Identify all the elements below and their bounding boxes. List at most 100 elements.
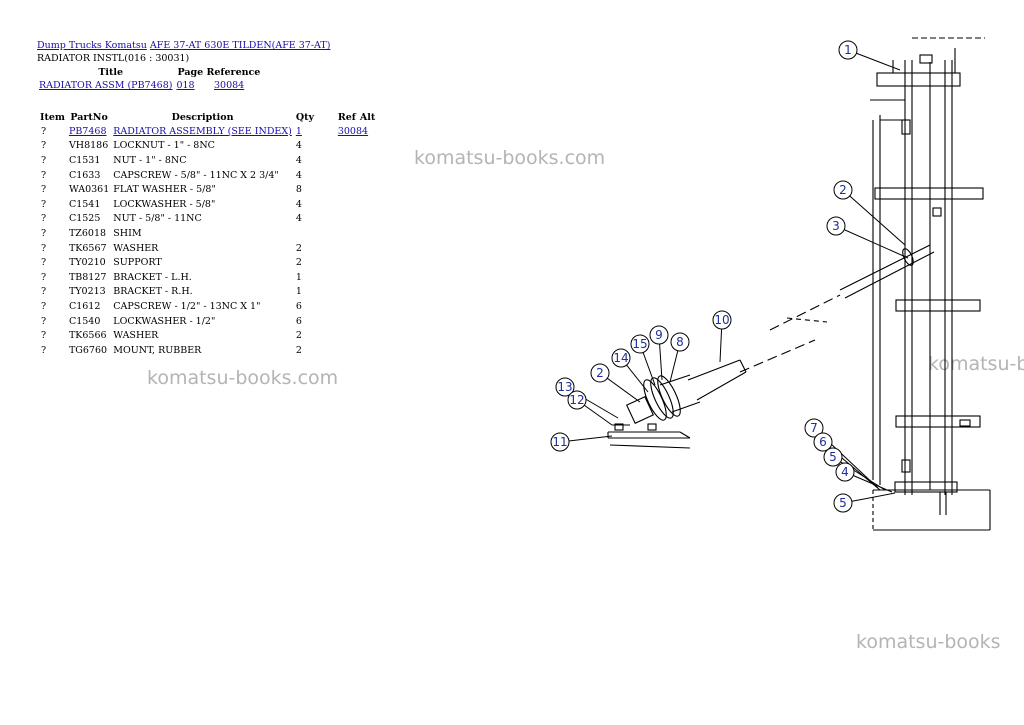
cell-partno: TB8127: [68, 271, 107, 283]
cell-description: SHIM: [113, 227, 142, 239]
breadcrumb-link-dump-trucks[interactable]: Dump Trucks Komatsu: [37, 40, 147, 51]
cell-qty: 2: [295, 242, 302, 254]
callout-number: 3: [832, 219, 840, 233]
callout-circle: [833, 493, 853, 513]
cell-item: ?: [41, 300, 47, 312]
cell-item: ?: [41, 125, 47, 137]
cell-partno: WA0361: [68, 184, 110, 196]
cell-description[interactable]: RADIATOR ASSEMBLY (SEE INDEX): [113, 125, 292, 137]
callout-circle: [555, 377, 575, 397]
table-row: ? TK6567 WASHER 2: [38, 241, 377, 256]
callout-circle: [813, 432, 833, 452]
cell-description: SUPPORT: [113, 257, 162, 269]
ref-page-link[interactable]: 018: [176, 80, 195, 91]
cell-item: ?: [41, 213, 47, 225]
cell-description: MOUNT, RUBBER: [113, 344, 202, 356]
cell-description: FLAT WASHER - 5/8": [113, 184, 216, 196]
cell-qty[interactable]: 1: [295, 125, 302, 137]
cell-partno: C1612: [68, 300, 101, 312]
cell-description: CAPSCREW - 5/8" - 11NC X 2 3/4": [113, 169, 279, 181]
cell-partno[interactable]: PB7468: [68, 125, 107, 137]
col-partno: PartNo: [70, 111, 108, 123]
cell-item: ?: [41, 330, 47, 342]
cell-qty: 4: [295, 140, 302, 152]
callout-circle: [630, 334, 650, 354]
cell-item: ?: [41, 271, 47, 283]
cell-partno: TG6760: [68, 344, 108, 356]
ref-ref-link[interactable]: 30084: [214, 80, 245, 91]
ref-header-page-reference: Page Reference: [177, 67, 261, 78]
callout-circle: [590, 363, 610, 383]
cell-description: BRACKET - R.H.: [113, 286, 193, 298]
cell-item: ?: [41, 257, 47, 269]
cell-partno: VH8186: [68, 140, 109, 152]
breadcrumb: Dump Trucks Komatsu AFE 37-AT 630E TILDE…: [37, 40, 330, 51]
cell-partno: TZ6018: [68, 227, 107, 239]
callout-number: 12: [569, 393, 584, 407]
cell-qty: 1: [295, 286, 302, 298]
col-item: Item: [40, 111, 65, 123]
watermark: komatsu-books: [856, 631, 1001, 653]
cell-description: CAPSCREW - 1/2" - 13NC X 1": [113, 300, 261, 312]
callout-number: 5: [839, 496, 847, 510]
parts-table: Item PartNo Description Qty Ref Alt ?PB7…: [38, 110, 377, 358]
callout-number: 1: [844, 43, 852, 57]
callout-number: 10: [714, 313, 729, 327]
cell-qty: 6: [295, 300, 302, 312]
callout-leader: [835, 225, 909, 259]
cell-partno: TK6567: [68, 242, 107, 254]
cell-description: WASHER: [113, 330, 159, 342]
page-subtitle: RADIATOR INSTL(016 : 30031): [37, 53, 190, 64]
cell-partno: TK6566: [68, 330, 107, 342]
callout-number: 15: [632, 337, 647, 351]
watermark: komatsu-books.com: [414, 147, 606, 169]
cell-item: ?: [41, 344, 47, 356]
cell-description: NUT - 5/8" - 11NC: [113, 213, 202, 225]
cell-description: LOCKWASHER - 5/8": [113, 198, 216, 210]
cell-qty: 6: [295, 315, 302, 327]
cell-partno: TY0213: [68, 286, 106, 298]
cell-qty: 2: [295, 344, 302, 356]
callout-number: 8: [676, 335, 684, 349]
callout-circle: [611, 348, 631, 368]
cell-qty: 2: [295, 257, 302, 269]
callout-number: 9: [655, 328, 663, 342]
col-qty: Qty: [295, 111, 315, 123]
breadcrumb-link-model[interactable]: AFE 37-AT 630E TILDEN(AFE 37-AT): [149, 40, 331, 51]
callout-number: 14: [613, 351, 628, 365]
callout-number: 4: [841, 465, 849, 479]
table-row: ? C1612 CAPSCREW - 1/2" - 13NC X 1" 6: [38, 299, 377, 314]
table-row: ? TG6760 MOUNT, RUBBER 2: [38, 343, 377, 358]
callout-circle: [649, 325, 669, 345]
callout-number: 7: [810, 421, 818, 435]
callout-leader: [842, 189, 906, 246]
callout-number: 13: [557, 380, 572, 394]
cell-qty: 4: [295, 169, 302, 181]
cell-description: WASHER: [113, 242, 159, 254]
cell-description: LOCKNUT - 1" - 8NC: [113, 140, 215, 152]
cell-qty: 2: [295, 330, 302, 342]
callout-circle: [826, 216, 846, 236]
cell-partno: C1633: [68, 169, 101, 181]
callout-circle: [833, 180, 853, 200]
cell-qty: 4: [295, 213, 302, 225]
cell-alt[interactable]: 30084: [337, 125, 369, 137]
cell-item: ?: [41, 315, 47, 327]
cell-item: ?: [41, 242, 47, 254]
radiator-frame-drawing: [607, 37, 991, 531]
col-description: Description: [171, 111, 234, 123]
ref-header-title: Title: [98, 67, 124, 78]
callout-number: 6: [819, 435, 827, 449]
ref-title-link[interactable]: RADIATOR ASSM (PB7468): [39, 80, 173, 91]
